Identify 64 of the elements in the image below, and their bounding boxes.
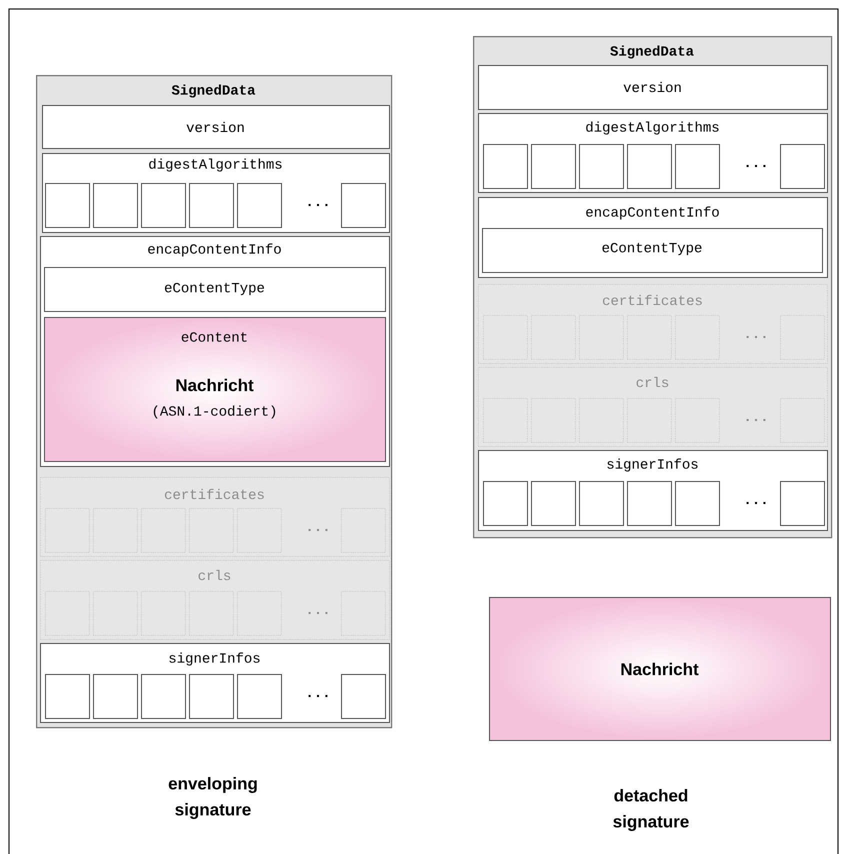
field-box: version bbox=[42, 105, 390, 149]
element-box bbox=[45, 508, 90, 553]
element-box bbox=[579, 481, 624, 526]
element-box bbox=[675, 144, 720, 189]
element-box bbox=[141, 508, 186, 553]
element-box bbox=[341, 508, 386, 553]
ellipsis: ... bbox=[308, 612, 328, 614]
element-box bbox=[675, 481, 720, 526]
element-box bbox=[141, 674, 186, 719]
element-box bbox=[483, 315, 528, 360]
element-box bbox=[531, 398, 576, 443]
element-box bbox=[93, 508, 138, 553]
field-box: version bbox=[478, 65, 828, 110]
element-box bbox=[237, 591, 282, 636]
element-box bbox=[237, 508, 282, 553]
element-box bbox=[483, 144, 528, 189]
caption: enveloping signature bbox=[168, 777, 257, 819]
element-box bbox=[341, 591, 386, 636]
element-box bbox=[531, 144, 576, 189]
element-box bbox=[141, 591, 186, 636]
field-box: eContentType bbox=[44, 267, 386, 312]
element-box bbox=[627, 144, 672, 189]
element-box bbox=[93, 591, 138, 636]
element-box bbox=[780, 481, 825, 526]
ellipsis: ... bbox=[308, 204, 328, 206]
element-box bbox=[780, 144, 825, 189]
element-box bbox=[189, 508, 234, 553]
element-box bbox=[341, 183, 386, 228]
element-box bbox=[189, 591, 234, 636]
element-box bbox=[579, 398, 624, 443]
element-box bbox=[483, 481, 528, 526]
element-box bbox=[45, 674, 90, 719]
element-box bbox=[627, 481, 672, 526]
element-box bbox=[93, 183, 138, 228]
element-box bbox=[531, 315, 576, 360]
element-box bbox=[189, 674, 234, 719]
element-box bbox=[189, 183, 234, 228]
element-box bbox=[627, 315, 672, 360]
element-box bbox=[483, 398, 528, 443]
element-box bbox=[45, 591, 90, 636]
element-box bbox=[627, 398, 672, 443]
ellipsis: ... bbox=[746, 502, 766, 504]
element-box bbox=[675, 315, 720, 360]
element-box bbox=[341, 674, 386, 719]
message-box: eContent Nachricht (ASN.1-codiert) bbox=[44, 317, 386, 462]
element-box bbox=[675, 398, 720, 443]
element-box bbox=[237, 674, 282, 719]
element-box bbox=[579, 315, 624, 360]
element-box bbox=[93, 674, 138, 719]
caption: detached signature bbox=[613, 789, 689, 831]
ellipsis: ... bbox=[746, 164, 766, 168]
ellipsis: ... bbox=[308, 528, 328, 532]
element-box bbox=[780, 398, 825, 443]
element-box bbox=[237, 183, 282, 228]
element-box bbox=[780, 315, 825, 360]
field-box: eContentType bbox=[482, 228, 823, 273]
element-box bbox=[141, 183, 186, 228]
element-box bbox=[45, 183, 90, 228]
ellipsis: ... bbox=[746, 418, 766, 422]
ellipsis: ... bbox=[746, 336, 766, 338]
element-box bbox=[531, 481, 576, 526]
message-box: Nachricht bbox=[489, 597, 831, 741]
ellipsis: ... bbox=[308, 694, 328, 698]
element-box bbox=[579, 144, 624, 189]
